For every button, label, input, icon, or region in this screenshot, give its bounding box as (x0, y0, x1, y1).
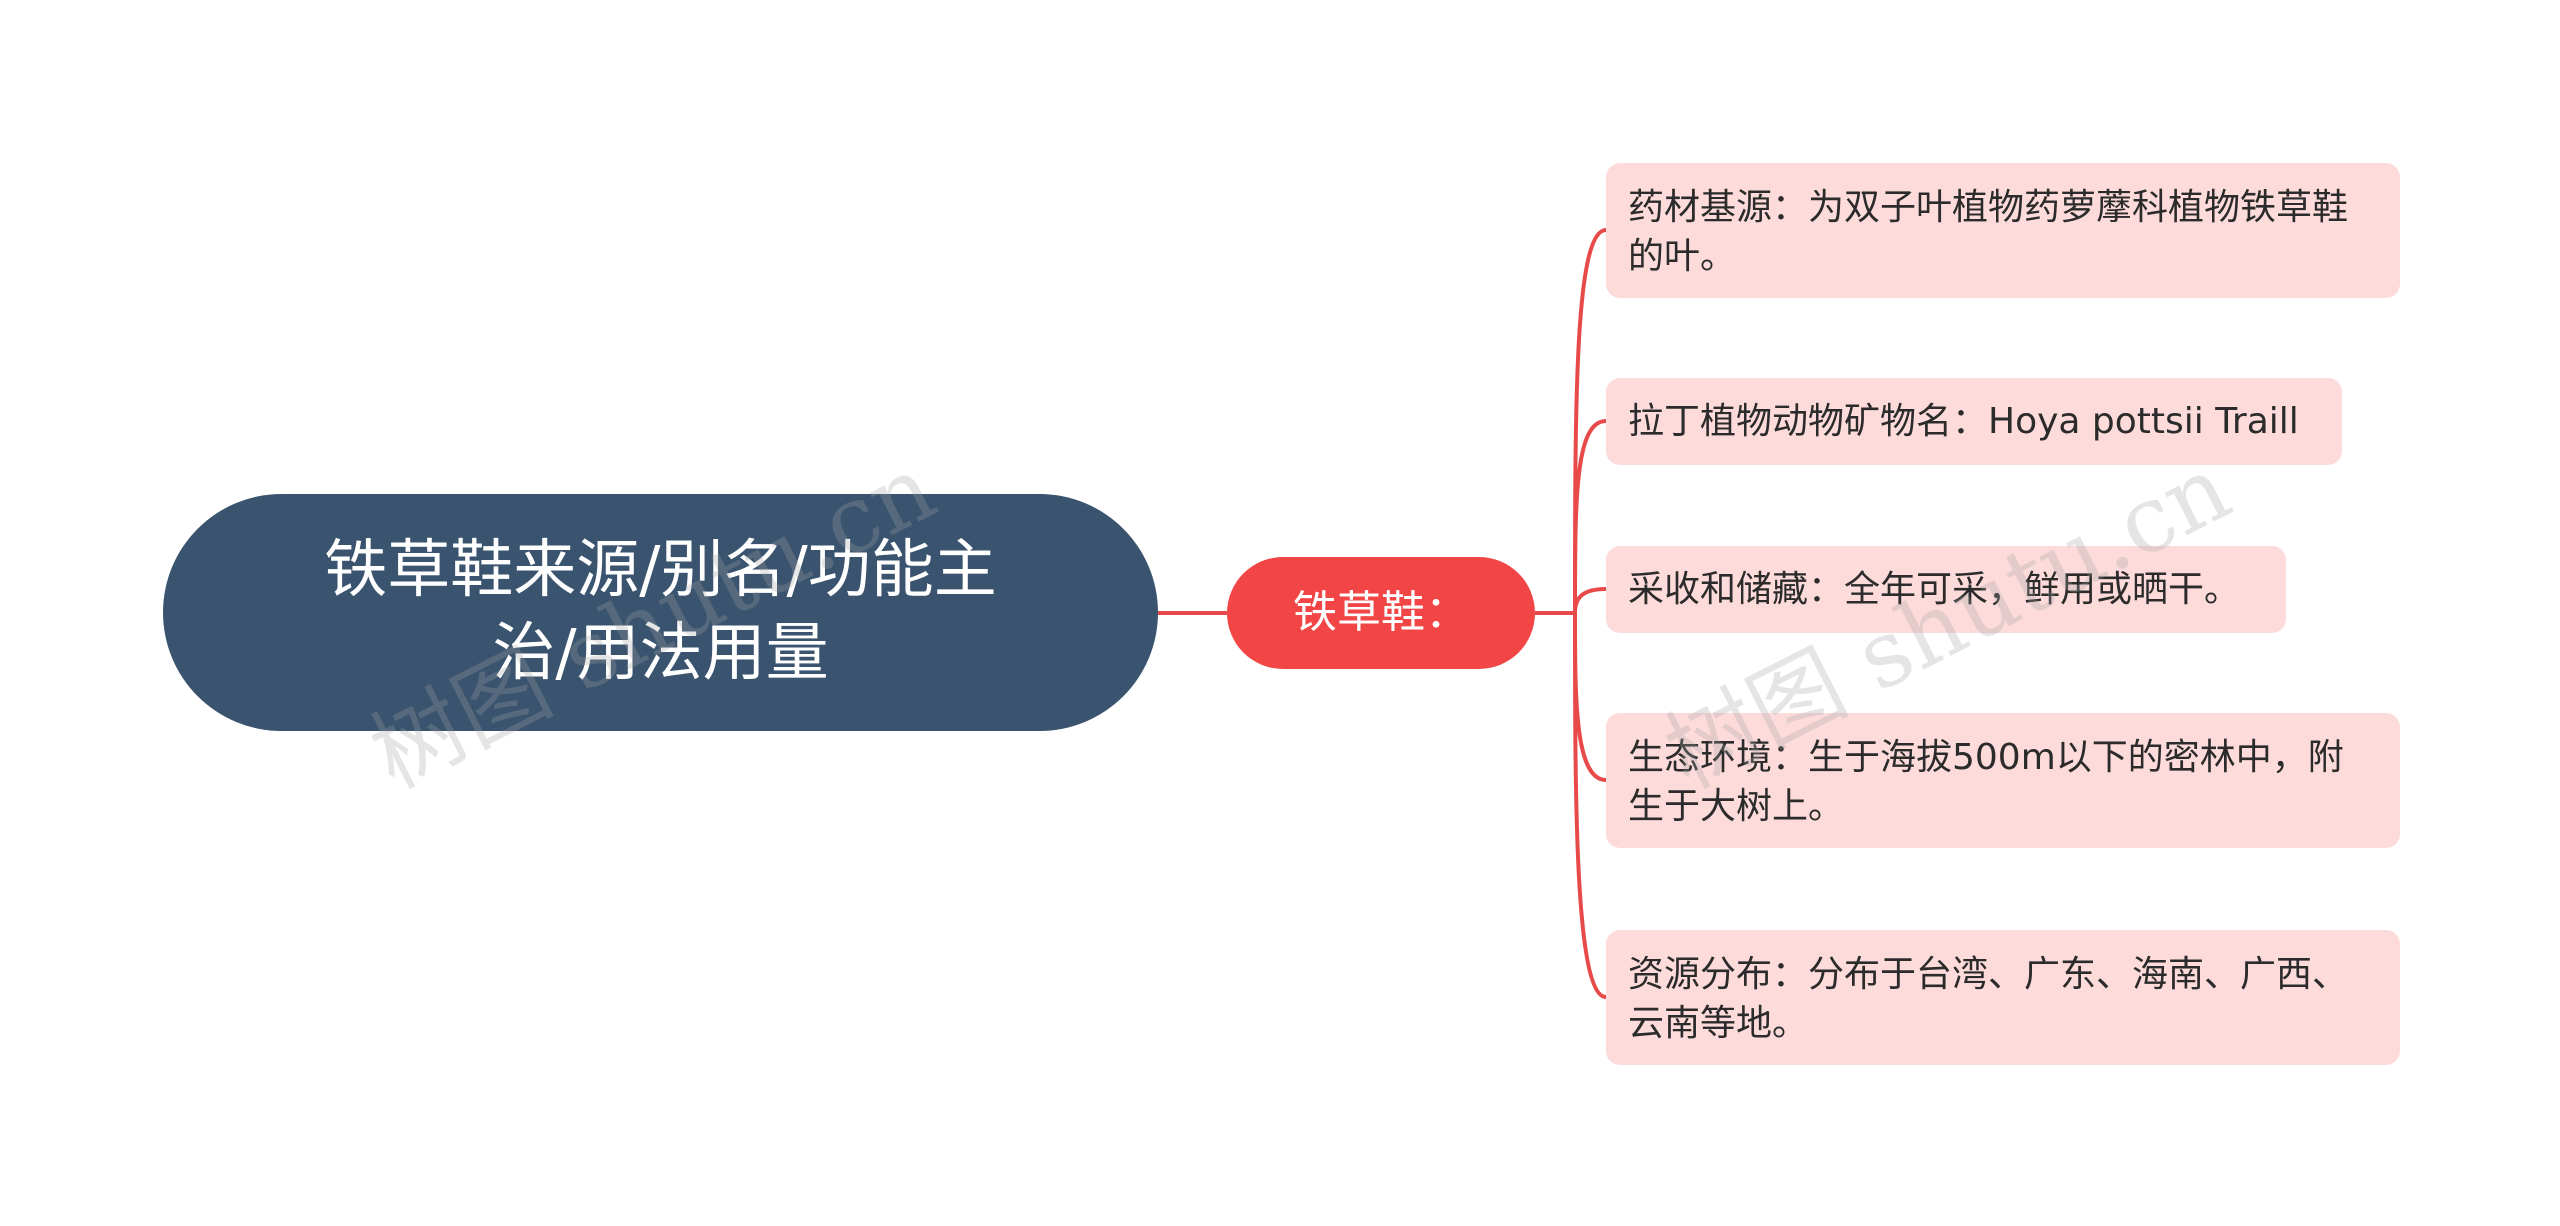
leaf-label: 生态环境：生于海拔500m以下的密林中，附生于大树上。 (1628, 737, 2344, 827)
leaf-node-source[interactable]: 药材基源：为双子叶植物药萝藦科植物铁草鞋的叶。 (1606, 163, 2400, 298)
root-topic-label: 铁草鞋来源/别名/功能主治/用法用量 (324, 533, 997, 689)
leaf-node-habitat[interactable]: 生态环境：生于海拔500m以下的密林中，附生于大树上。 (1606, 713, 2400, 848)
leaf-node-distribution[interactable]: 资源分布：分布于台湾、广东、海南、广西、云南等地。 (1606, 930, 2400, 1065)
branch-connector-2 (1573, 419, 1607, 614)
root-topic-node[interactable]: 铁草鞋来源/别名/功能主治/用法用量 (163, 494, 1158, 731)
leaf-label: 采收和储藏：全年可采，鲜用或晒干。 (1628, 569, 2241, 610)
branch-connector-5 (1573, 612, 1607, 999)
leaf-label: 药材基源：为双子叶植物药萝藦科植物铁草鞋的叶。 (1628, 187, 2349, 277)
leaf-label: 拉丁植物动物矿物名：Hoya pottsii Traill (1628, 401, 2299, 442)
branch-connector-4 (1573, 612, 1607, 782)
leaf-label: 资源分布：分布于台湾、广东、海南、广西、云南等地。 (1628, 954, 2349, 1044)
main-branch-node[interactable]: 铁草鞋： (1227, 557, 1535, 669)
leaf-node-latin-name[interactable]: 拉丁植物动物矿物名：Hoya pottsii Traill (1606, 378, 2342, 465)
main-branch-label: 铁草鞋： (1293, 587, 1469, 638)
leaf-node-harvest[interactable]: 采收和储藏：全年可采，鲜用或晒干。 (1606, 546, 2286, 633)
branch-connector-3 (1573, 587, 1607, 614)
